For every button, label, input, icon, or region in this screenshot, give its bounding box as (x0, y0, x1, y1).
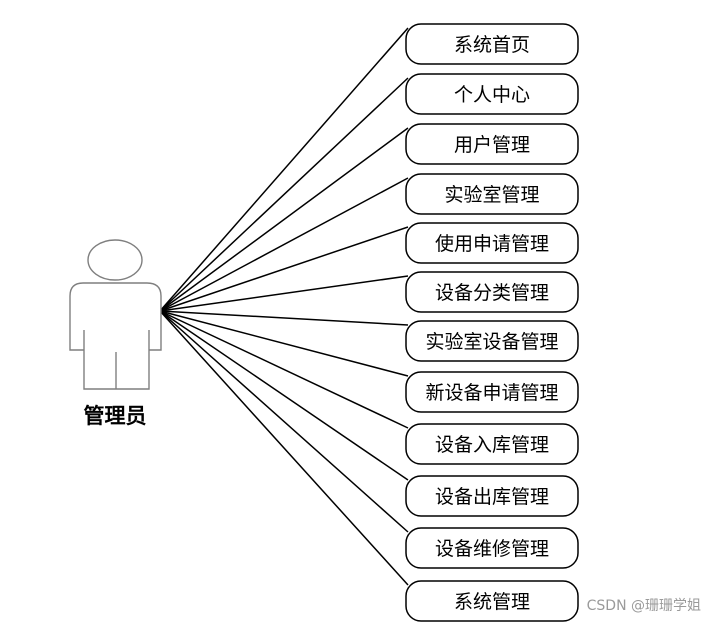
association-line (159, 77, 409, 312)
actor-body (69, 282, 162, 390)
use-case-label: 设备分类管理 (435, 282, 549, 304)
use-case: 使用申请管理 (405, 222, 579, 264)
use-case-box (405, 23, 579, 65)
use-case-label: 实验室设备管理 (425, 331, 558, 353)
use-case-label: 系统管理 (454, 591, 530, 613)
use-case: 设备入库管理 (405, 423, 579, 465)
association-line (159, 310, 409, 377)
use-case: 新设备申请管理 (405, 371, 579, 413)
use-case-box (405, 271, 579, 313)
use-case: 设备维修管理 (405, 527, 579, 569)
use-case-box (405, 123, 579, 165)
use-case: 设备分类管理 (405, 271, 579, 313)
use-case-box (405, 423, 579, 465)
use-case-label: 实验室管理 (444, 184, 539, 206)
use-case-label: 设备入库管理 (435, 434, 549, 456)
use-case-label: 设备维修管理 (435, 538, 549, 560)
use-case-label: 个人中心 (454, 84, 530, 106)
association-line (159, 310, 409, 533)
association-line (159, 127, 409, 312)
actor-label: 管理员 (84, 404, 147, 428)
use-case-label: 系统首页 (454, 34, 530, 56)
association-lines (159, 27, 409, 586)
use-case: 用户管理 (405, 123, 579, 165)
actor-figure (69, 239, 162, 390)
association-line (159, 310, 409, 429)
use-case-list: 系统首页个人中心用户管理实验室管理使用申请管理设备分类管理实验室设备管理新设备申… (405, 23, 579, 622)
use-case: 系统管理 (405, 580, 579, 622)
use-case-label: 用户管理 (454, 134, 530, 156)
association-line (159, 226, 409, 312)
association-line (159, 275, 409, 312)
use-case: 系统首页 (405, 23, 579, 65)
use-case-box (405, 222, 579, 264)
use-case: 设备出库管理 (405, 475, 579, 517)
use-case-box (405, 73, 579, 115)
association-line (159, 310, 409, 586)
use-case-label: 新设备申请管理 (425, 382, 558, 404)
use-case-box (405, 173, 579, 215)
association-line (159, 310, 409, 481)
use-case: 个人中心 (405, 73, 579, 115)
association-line (159, 310, 409, 326)
use-case-box (405, 580, 579, 622)
use-case: 实验室设备管理 (405, 320, 579, 362)
use-case: 实验室管理 (405, 173, 579, 215)
use-case-label: 设备出库管理 (435, 486, 549, 508)
watermark: CSDN @珊珊学姐 (587, 598, 701, 614)
use-case-box (405, 475, 579, 517)
use-case-label: 使用申请管理 (435, 233, 549, 255)
use-case-box (405, 320, 579, 362)
use-case-box (405, 371, 579, 413)
use-case-box (405, 527, 579, 569)
association-line (159, 27, 409, 312)
actor-head (87, 239, 143, 281)
association-line (159, 177, 409, 312)
